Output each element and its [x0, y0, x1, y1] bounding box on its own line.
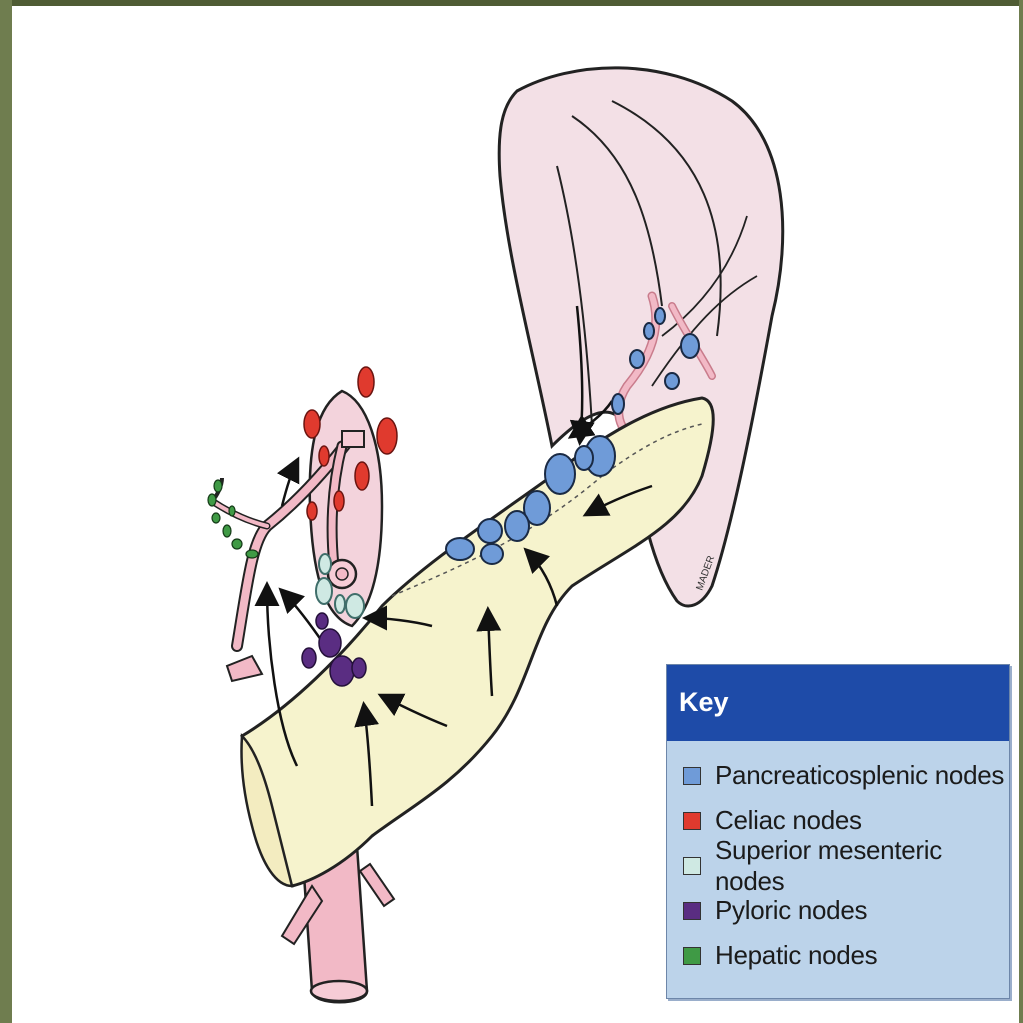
slide-right-border: [1019, 0, 1023, 1023]
legend-item-hepatic: Hepatic nodes: [683, 933, 1009, 978]
superior-mesenteric-swatch: [683, 857, 701, 875]
legend-list: Pancreaticosplenic nodes Celiac nodes Su…: [667, 741, 1009, 978]
legend-label: Celiac nodes: [715, 805, 862, 836]
celiac-swatch: [683, 812, 701, 830]
pyloric-swatch: [683, 902, 701, 920]
legend-label: Superior mesenteric nodes: [715, 835, 1009, 897]
slide-canvas: MADER: [12, 6, 1019, 1023]
legend-label: Hepatic nodes: [715, 940, 877, 971]
legend-title: Key: [667, 665, 1009, 741]
legend-key: Key Pancreaticosplenic nodes Celiac node…: [666, 664, 1010, 999]
legend-item-superior-mesenteric: Superior mesenteric nodes: [683, 843, 1009, 888]
legend-label: Pancreaticosplenic nodes: [715, 760, 1004, 791]
slide-left-border: [0, 0, 12, 1023]
pancreaticosplenic-swatch: [683, 767, 701, 785]
legend-label: Pyloric nodes: [715, 895, 867, 926]
legend-item-pancreaticosplenic: Pancreaticosplenic nodes: [683, 753, 1009, 798]
hepatic-swatch: [683, 947, 701, 965]
